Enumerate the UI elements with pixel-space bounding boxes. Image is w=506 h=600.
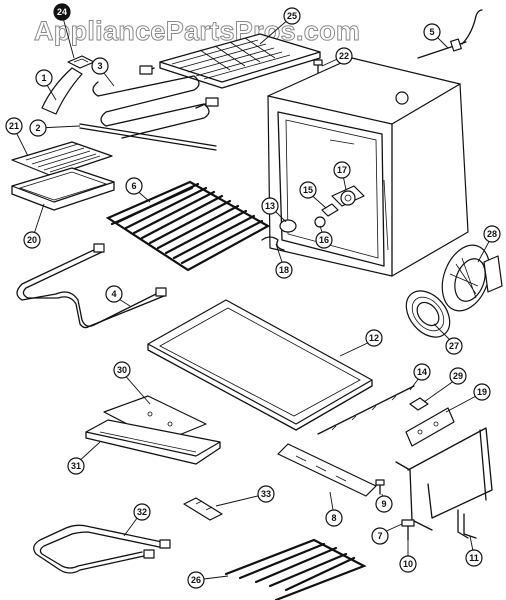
part-27-fan-cover[interactable]: [397, 283, 458, 346]
part-21-broil-pan-insert[interactable]: [11, 141, 113, 177]
callout-26[interactable]: 26: [187, 571, 205, 589]
callout-4[interactable]: 4: [105, 285, 123, 303]
callout-2[interactable]: 2: [29, 119, 47, 137]
svg-text:12: 12: [369, 333, 379, 343]
svg-text:26: 26: [191, 575, 201, 585]
callout-22[interactable]: 22: [335, 47, 353, 65]
part-20-broil-pan[interactable]: [11, 167, 115, 211]
callout-8[interactable]: 8: [325, 509, 343, 527]
callout-16[interactable]: 16: [315, 231, 333, 249]
callout-21[interactable]: 21: [5, 117, 23, 135]
part-15-fan-blade[interactable]: [321, 203, 339, 217]
part-25-heat-shield[interactable]: [159, 33, 321, 89]
part-31-drawer-tray[interactable]: [85, 419, 221, 465]
svg-text:5: 5: [429, 27, 434, 37]
callout-3[interactable]: 3: [91, 57, 109, 75]
part-14-rod[interactable]: [317, 385, 415, 435]
svg-text:31: 31: [71, 461, 81, 471]
part-32-lower-element[interactable]: [33, 524, 171, 574]
svg-text:9: 9: [381, 499, 386, 509]
callout-7[interactable]: 7: [371, 527, 389, 545]
svg-text:22: 22: [339, 51, 349, 61]
oven-cavity: [267, 57, 469, 277]
callout-27[interactable]: 27: [445, 337, 463, 355]
part-24-bracket[interactable]: [67, 55, 95, 69]
part-16-fan-nut[interactable]: [314, 216, 326, 228]
part-12-oven-bottom[interactable]: [147, 299, 373, 431]
part-13-light-lens[interactable]: [279, 219, 297, 233]
svg-text:2: 2: [35, 123, 40, 133]
part-6-oven-rack[interactable]: [105, 180, 271, 272]
svg-text:18: 18: [279, 265, 289, 275]
part-5-oven-sensor[interactable]: [417, 9, 483, 59]
callout-1[interactable]: 1: [35, 69, 53, 87]
part-8-drawer-rail[interactable]: [277, 443, 377, 497]
callout-29[interactable]: 29: [449, 367, 467, 385]
callout-12[interactable]: 12: [365, 329, 383, 347]
part-11-clip[interactable]: [457, 509, 477, 539]
part-29-latch[interactable]: [409, 397, 429, 411]
svg-text:19: 19: [477, 387, 487, 397]
callout-28[interactable]: 28: [483, 225, 501, 243]
svg-text:27: 27: [449, 341, 459, 351]
callout-13[interactable]: 13: [261, 197, 279, 215]
callout-15[interactable]: 15: [299, 181, 317, 199]
part-19-bracket[interactable]: [405, 407, 455, 447]
svg-text:21: 21: [9, 121, 19, 131]
part-3-broil-element[interactable]: [92, 65, 219, 139]
svg-text:1: 1: [41, 73, 46, 83]
part-2-bracket-strip[interactable]: [79, 123, 217, 151]
callout-17[interactable]: 17: [333, 161, 351, 179]
part-17-fan-motor-mount[interactable]: [331, 185, 365, 207]
callout-6[interactable]: 6: [125, 177, 143, 195]
svg-text:7: 7: [377, 531, 382, 541]
svg-text:13: 13: [265, 201, 275, 211]
callout-10[interactable]: 10: [399, 555, 417, 573]
callout-25[interactable]: 25: [283, 7, 301, 25]
svg-text:14: 14: [417, 367, 427, 377]
svg-text:15: 15: [303, 185, 313, 195]
watermark-text: AppliancePartsPros.com: [34, 16, 360, 46]
callout-32[interactable]: 32: [133, 503, 151, 521]
svg-text:24: 24: [57, 7, 67, 17]
part-4-bake-element[interactable]: [16, 243, 167, 329]
part-9-screw[interactable]: [375, 479, 385, 495]
callout-11[interactable]: 11: [465, 549, 483, 567]
callout-20[interactable]: 20: [23, 231, 41, 249]
callout-18[interactable]: 18: [275, 261, 293, 279]
callout-30[interactable]: 30: [113, 361, 131, 379]
svg-text:28: 28: [487, 229, 497, 239]
svg-text:8: 8: [331, 513, 336, 523]
svg-text:30: 30: [117, 365, 127, 375]
svg-text:3: 3: [97, 61, 102, 71]
svg-text:25: 25: [287, 11, 297, 21]
svg-text:10: 10: [403, 559, 413, 569]
svg-text:33: 33: [261, 489, 271, 499]
svg-text:17: 17: [337, 165, 347, 175]
part-10-screw[interactable]: [401, 519, 415, 541]
callout-33[interactable]: 33: [257, 485, 275, 503]
svg-text:29: 29: [453, 371, 463, 381]
drawer-support-frame: [395, 427, 493, 531]
part-26-broiler-rack[interactable]: [224, 538, 367, 600]
callout-9[interactable]: 9: [375, 495, 393, 513]
svg-text:16: 16: [319, 235, 329, 245]
callout-5[interactable]: 5: [423, 23, 441, 41]
svg-text:6: 6: [131, 181, 136, 191]
part-1-bracket[interactable]: [41, 67, 83, 115]
callout-31[interactable]: 31: [67, 457, 85, 475]
part-18-light-socket[interactable]: [261, 236, 285, 251]
part-33-clip[interactable]: [183, 497, 223, 521]
svg-text:32: 32: [137, 507, 147, 517]
svg-text:4: 4: [111, 289, 116, 299]
svg-text:20: 20: [27, 235, 37, 245]
callout-19[interactable]: 19: [473, 383, 491, 401]
callout-24[interactable]: 24: [53, 3, 71, 21]
svg-text:11: 11: [469, 553, 479, 563]
callout-14[interactable]: 14: [413, 363, 431, 381]
